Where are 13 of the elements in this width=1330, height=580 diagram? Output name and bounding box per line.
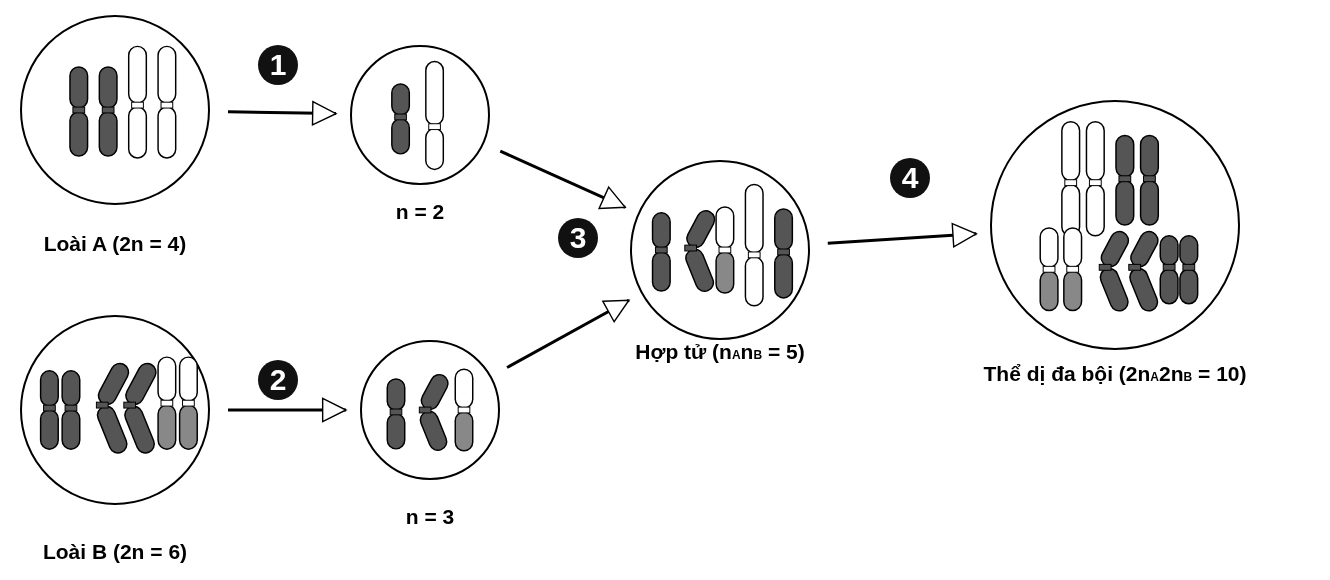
- step-number: 2: [258, 360, 298, 400]
- arrow: [827, 222, 977, 248]
- step-number: 3: [558, 218, 598, 258]
- cell-caption: n = 2: [395, 200, 445, 224]
- arrow: [228, 397, 347, 423]
- step-number: 1: [258, 45, 298, 85]
- step-number: 4: [890, 158, 930, 198]
- arrow: [227, 100, 337, 126]
- cell-caption: Loài A (2n = 4): [43, 232, 187, 256]
- cell-caption: n = 3: [405, 505, 455, 529]
- arrow: [506, 298, 630, 369]
- cell-caption: Loài B (2n = 6): [42, 540, 188, 564]
- arrow: [499, 149, 626, 210]
